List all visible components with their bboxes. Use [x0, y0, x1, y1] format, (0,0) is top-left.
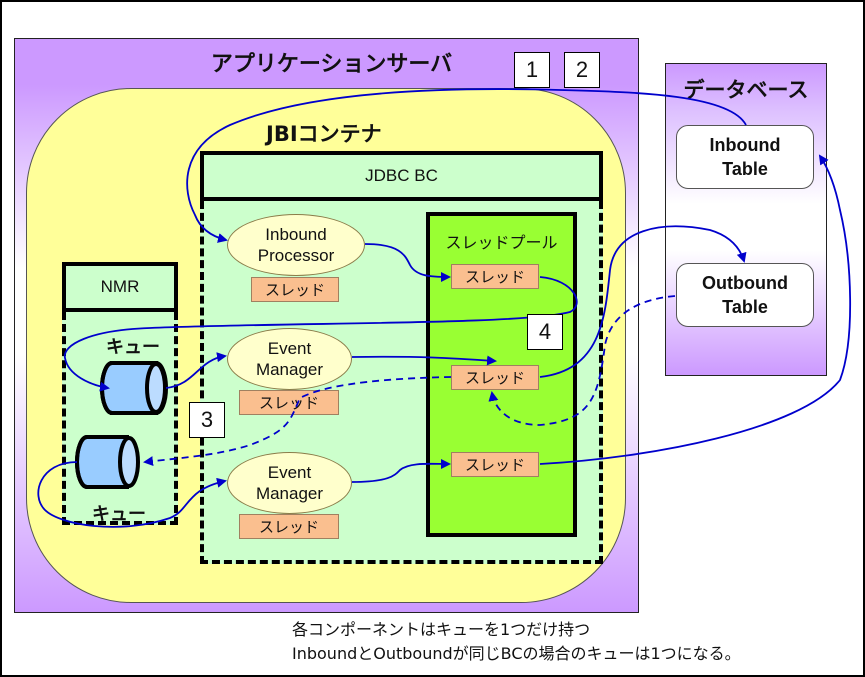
arrow-outbound-to-thread-2-dashed: [488, 295, 676, 426]
jbi-container-title: JBIコンテナ: [266, 122, 382, 146]
event-manager-2-thread: スレッド: [239, 514, 339, 539]
event-manager-2-line1: Event: [267, 463, 312, 482]
queue-icon-2: [75, 435, 140, 489]
inbound-processor-thread: スレッド: [251, 277, 339, 302]
event-manager-1-thread: スレッド: [239, 390, 339, 415]
nmr-header: NMR: [62, 262, 178, 312]
event-manager-1-line1: Event: [267, 339, 312, 358]
arrow-event-manager-1-to-thread-2: [351, 355, 497, 366]
inbound-table-line2: Table: [722, 159, 768, 179]
inbound-processor: Inbound Processor: [227, 214, 365, 276]
pool-thread-3: スレッド: [451, 452, 539, 477]
database-title: データベース: [683, 78, 809, 102]
outbound-table-line1: Outbound: [702, 273, 788, 293]
arrow-thread-1-to-queue-1: [64, 276, 578, 392]
nmr-title: NMR: [100, 277, 140, 296]
jdbc-bc-title: JDBC BC: [365, 166, 438, 185]
arrow-thread-2-to-outbound-table: [539, 225, 747, 378]
marker-1: 1: [514, 52, 550, 88]
queue-label-1: キュー: [106, 337, 160, 358]
inbound-table: Inbound Table: [676, 125, 814, 189]
event-manager-1-line2: Manager: [255, 360, 324, 379]
caption: 各コンポーネントはキューを1つだけ持つ InboundとOutboundが同じB…: [292, 618, 741, 666]
arrow-thread-2-to-queue-2-dashed: [143, 376, 452, 467]
arrow-queue-2-to-event-manager-2: [37, 461, 227, 528]
marker-2: 2: [564, 52, 600, 88]
outbound-table-line2: Table: [722, 297, 768, 317]
arrow-queue-1-to-event-manager-1: [165, 352, 227, 389]
pool-thread-1: スレッド: [451, 264, 539, 289]
arrow-event-manager-2-to-thread-3: [351, 458, 451, 483]
marker-4: 4: [527, 314, 563, 350]
app-server-title: アプリケーションサーバ: [210, 52, 453, 77]
jdbc-bc-header: JDBC BC: [200, 151, 603, 201]
arrow-thread-3-to-inbound-table: [539, 154, 852, 465]
pool-thread-2: スレッド: [451, 365, 539, 390]
event-manager-2: Event Manager: [227, 452, 352, 514]
inbound-processor-line1: Inbound: [265, 225, 327, 244]
nmr-body: [62, 312, 178, 525]
caption-line-1: 各コンポーネントはキューを1つだけ持つ: [292, 620, 591, 639]
queue-icon-1: [100, 361, 168, 415]
arrow-processor-to-thread-1: [364, 243, 451, 282]
outbound-table: Outbound Table: [676, 263, 814, 327]
caption-line-2: InboundとOutboundが同じBCの場合のキューは1つになる。: [292, 644, 741, 663]
inbound-table-line1: Inbound: [709, 135, 781, 155]
arrow-inbound-table-to-processor: [186, 88, 747, 243]
queue-label-2: キュー: [92, 504, 146, 525]
event-manager-2-line2: Manager: [255, 484, 324, 503]
inbound-processor-line2: Processor: [257, 246, 335, 265]
event-manager-1: Event Manager: [227, 328, 352, 390]
marker-3: 3: [189, 402, 225, 438]
thread-pool-title: スレッドプール: [445, 233, 558, 252]
